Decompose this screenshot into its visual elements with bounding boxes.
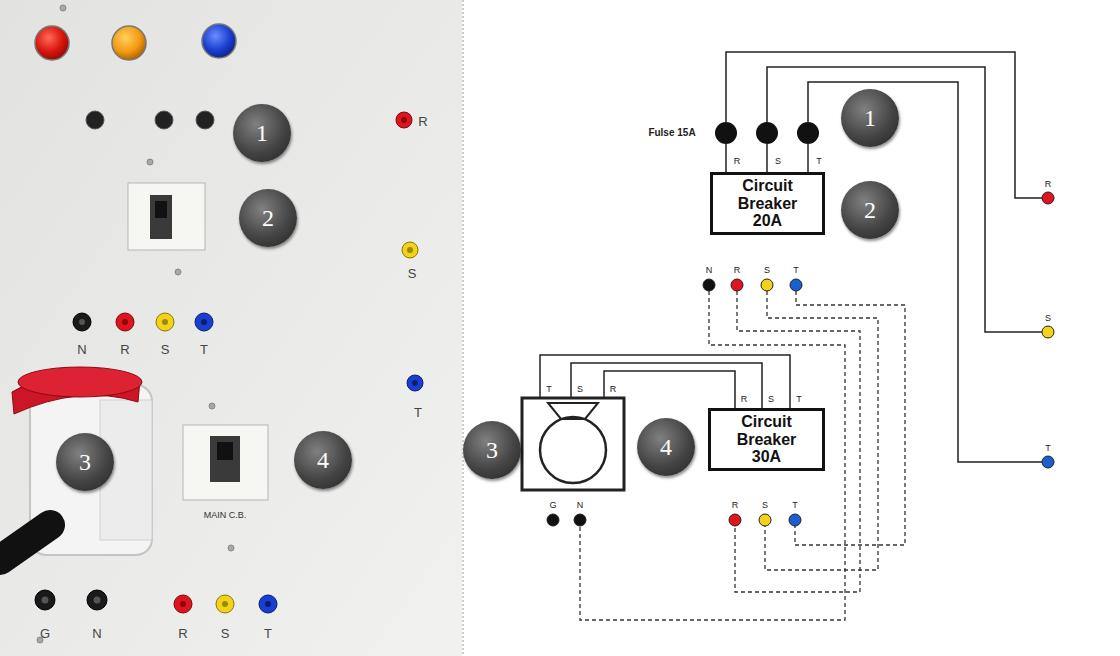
terminal-label: R xyxy=(734,157,741,166)
breaker-toggle xyxy=(210,436,240,482)
fuse-symbols xyxy=(715,122,819,144)
terminals xyxy=(547,192,1054,526)
jack-label: R xyxy=(178,627,187,640)
callout-number: 2 xyxy=(262,206,274,230)
jack-label: G xyxy=(40,627,50,640)
terminal-label: T xyxy=(546,385,552,394)
terminal-label: G xyxy=(549,501,556,510)
panel-label: MAIN C.B. xyxy=(204,511,247,520)
breaker-photo xyxy=(128,183,205,250)
terminal-label: S xyxy=(577,385,583,394)
jack-hole xyxy=(412,380,418,386)
jack-hole xyxy=(407,247,413,253)
jack-label: S xyxy=(161,343,170,356)
jack-label: R xyxy=(418,115,427,128)
terminal-label: S xyxy=(768,395,774,404)
terminal-label: R xyxy=(610,385,617,394)
jack-label: T xyxy=(200,343,208,356)
jack xyxy=(396,112,412,128)
terminal-label: R xyxy=(732,501,739,510)
divider xyxy=(463,0,464,656)
dashed-wires xyxy=(580,291,905,620)
panel-photo xyxy=(0,0,462,656)
terminal-label: T xyxy=(816,157,822,166)
callout-circle: 1 xyxy=(841,89,899,147)
breaker-toggle xyxy=(150,195,172,239)
lamp xyxy=(35,26,69,60)
fuse-knob xyxy=(196,111,214,129)
lamp xyxy=(112,26,146,60)
callout-number: 1 xyxy=(864,106,876,130)
jack xyxy=(402,242,418,258)
callout-circle: 3 xyxy=(56,433,114,491)
jack-hole xyxy=(401,117,407,123)
callout-number: 4 xyxy=(660,435,672,459)
terminal-label: T xyxy=(796,395,802,404)
terminal-label: R xyxy=(734,266,741,275)
callout-circle: 2 xyxy=(841,181,899,239)
breaker-box: Circuit Breaker 30A xyxy=(708,408,825,471)
callout-number: 1 xyxy=(256,121,268,145)
terminal-label: T xyxy=(793,266,799,275)
breaker-label: Circuit Breaker 30A xyxy=(731,413,802,466)
socket-symbol xyxy=(522,398,624,490)
jack-row xyxy=(35,590,277,613)
terminal-label: R xyxy=(1045,180,1052,189)
callout-number: 3 xyxy=(79,450,91,474)
jack-label: N xyxy=(77,343,86,356)
terminal-label: S xyxy=(764,266,770,275)
lamp xyxy=(202,24,236,58)
callout-circle: 3 xyxy=(463,421,521,479)
fuse-knob xyxy=(86,111,104,129)
callout-number: 2 xyxy=(864,198,876,222)
terminal-label: R xyxy=(741,395,748,404)
callout-circle: 2 xyxy=(239,189,297,247)
terminal-label: T xyxy=(792,501,798,510)
jack xyxy=(407,375,423,391)
terminal-label: T xyxy=(1045,444,1051,453)
jack-label: S xyxy=(221,627,230,640)
terminal-label: S xyxy=(1045,314,1051,323)
jack-label: S xyxy=(408,267,417,280)
callout-circle: 4 xyxy=(294,431,352,489)
fuse-label: Fulse 15A xyxy=(648,128,695,138)
jack-label: R xyxy=(120,343,129,356)
terminal-label: N xyxy=(706,266,713,275)
terminal-label: S xyxy=(762,501,768,510)
breaker-lever xyxy=(155,201,167,218)
callout-number: 3 xyxy=(486,438,498,462)
power-socket xyxy=(0,367,152,560)
jack-label: T xyxy=(414,406,422,419)
callout-number: 4 xyxy=(317,448,329,472)
jack-label: T xyxy=(264,627,272,640)
breaker-box: Circuit Breaker 20A xyxy=(710,172,825,235)
callout-circle: 4 xyxy=(637,418,695,476)
jack-label: N xyxy=(92,627,101,640)
terminal-label: S xyxy=(775,157,781,166)
breaker-label: Circuit Breaker 20A xyxy=(733,177,802,230)
fuse-knob xyxy=(155,111,173,129)
jack-row xyxy=(73,313,213,331)
breaker-lever xyxy=(217,442,233,460)
main-breaker-photo xyxy=(183,425,268,500)
callout-circle: 1 xyxy=(233,104,291,162)
terminal-label: N xyxy=(577,501,584,510)
